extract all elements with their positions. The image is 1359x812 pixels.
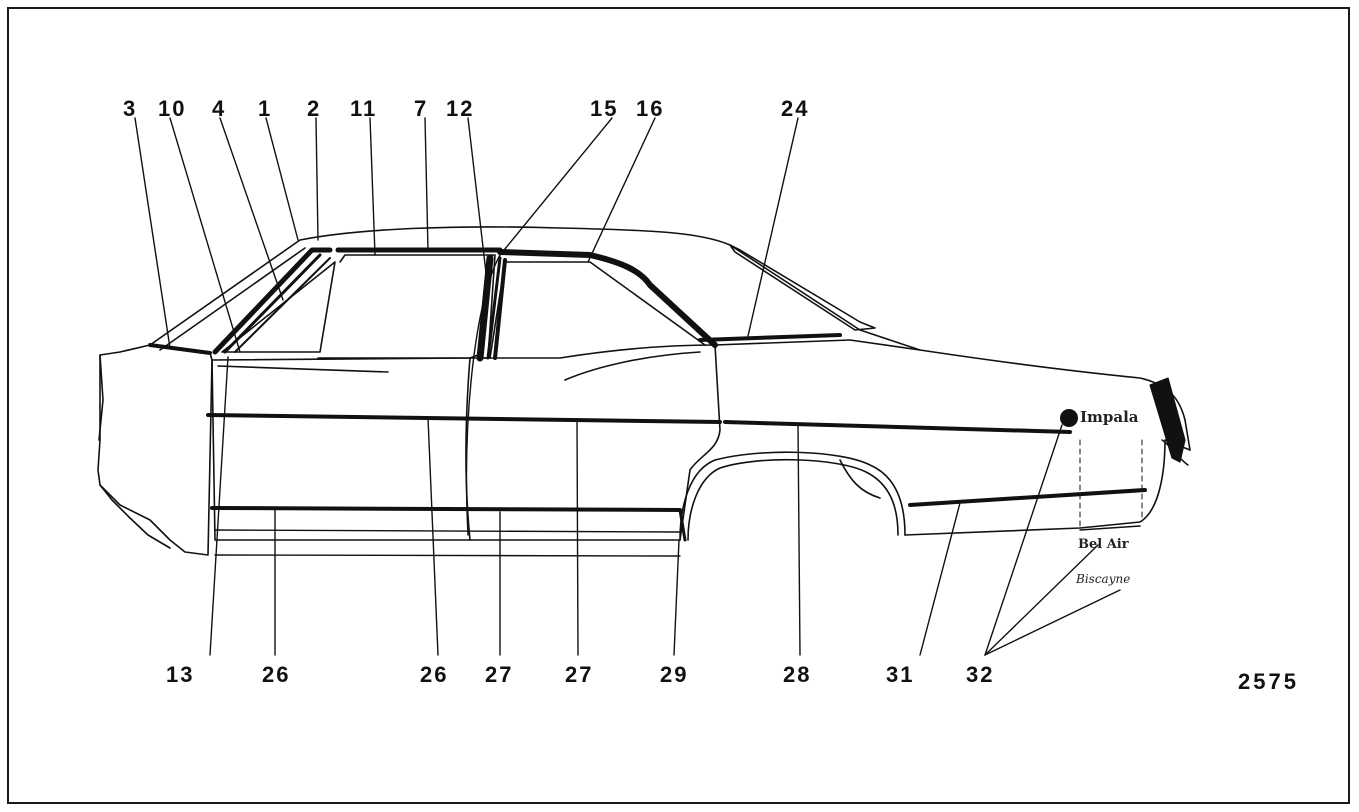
callout-32: 32 — [966, 662, 995, 687]
quarter-panel — [679, 333, 1191, 541]
callout-7: 7 — [414, 96, 429, 121]
rear-door-window-moldings — [493, 249, 718, 360]
callout-11: 11 — [350, 96, 378, 121]
callout-27-b: 27 — [565, 662, 594, 687]
callout-4: 4 — [212, 96, 227, 121]
callout-16: 16 — [636, 96, 665, 121]
lower-moldings — [210, 488, 1147, 557]
front-door-window-moldings — [335, 247, 503, 362]
bel-air-emblem: Bel Air — [1078, 537, 1129, 552]
tail-light — [1149, 377, 1186, 463]
callout-24: 24 — [781, 96, 810, 121]
rear-door — [469, 261, 721, 541]
callout-26-b: 26 — [420, 662, 449, 687]
callout-12: 12 — [446, 96, 475, 121]
callout-13: 13 — [166, 662, 195, 687]
callout-10: 10 — [158, 96, 187, 121]
callout-26: 26 — [262, 662, 291, 687]
biscayne-emblem: Biscayne — [1076, 572, 1131, 586]
emblem-dot — [1060, 409, 1078, 427]
callout-28: 28 — [783, 662, 812, 687]
callout-31: 31 — [886, 662, 915, 687]
callout-3: 3 — [123, 96, 138, 121]
callout-27: 27 — [485, 662, 514, 687]
front-door — [211, 254, 496, 541]
figure-number: 2575 — [1238, 669, 1299, 694]
windshield-moldings — [148, 247, 333, 355]
belt-molding — [206, 413, 1072, 434]
leader-lines — [134, 117, 1121, 656]
callout-15: 15 — [590, 96, 619, 121]
callout-1: 1 — [258, 96, 273, 121]
callout-2: 2 — [307, 96, 322, 121]
diagram-frame — [7, 7, 1350, 804]
roof-outline — [149, 226, 1191, 451]
impala-emblem: Impala — [1080, 408, 1139, 426]
front-cowl — [97, 344, 213, 556]
callout-29: 29 — [660, 662, 689, 687]
